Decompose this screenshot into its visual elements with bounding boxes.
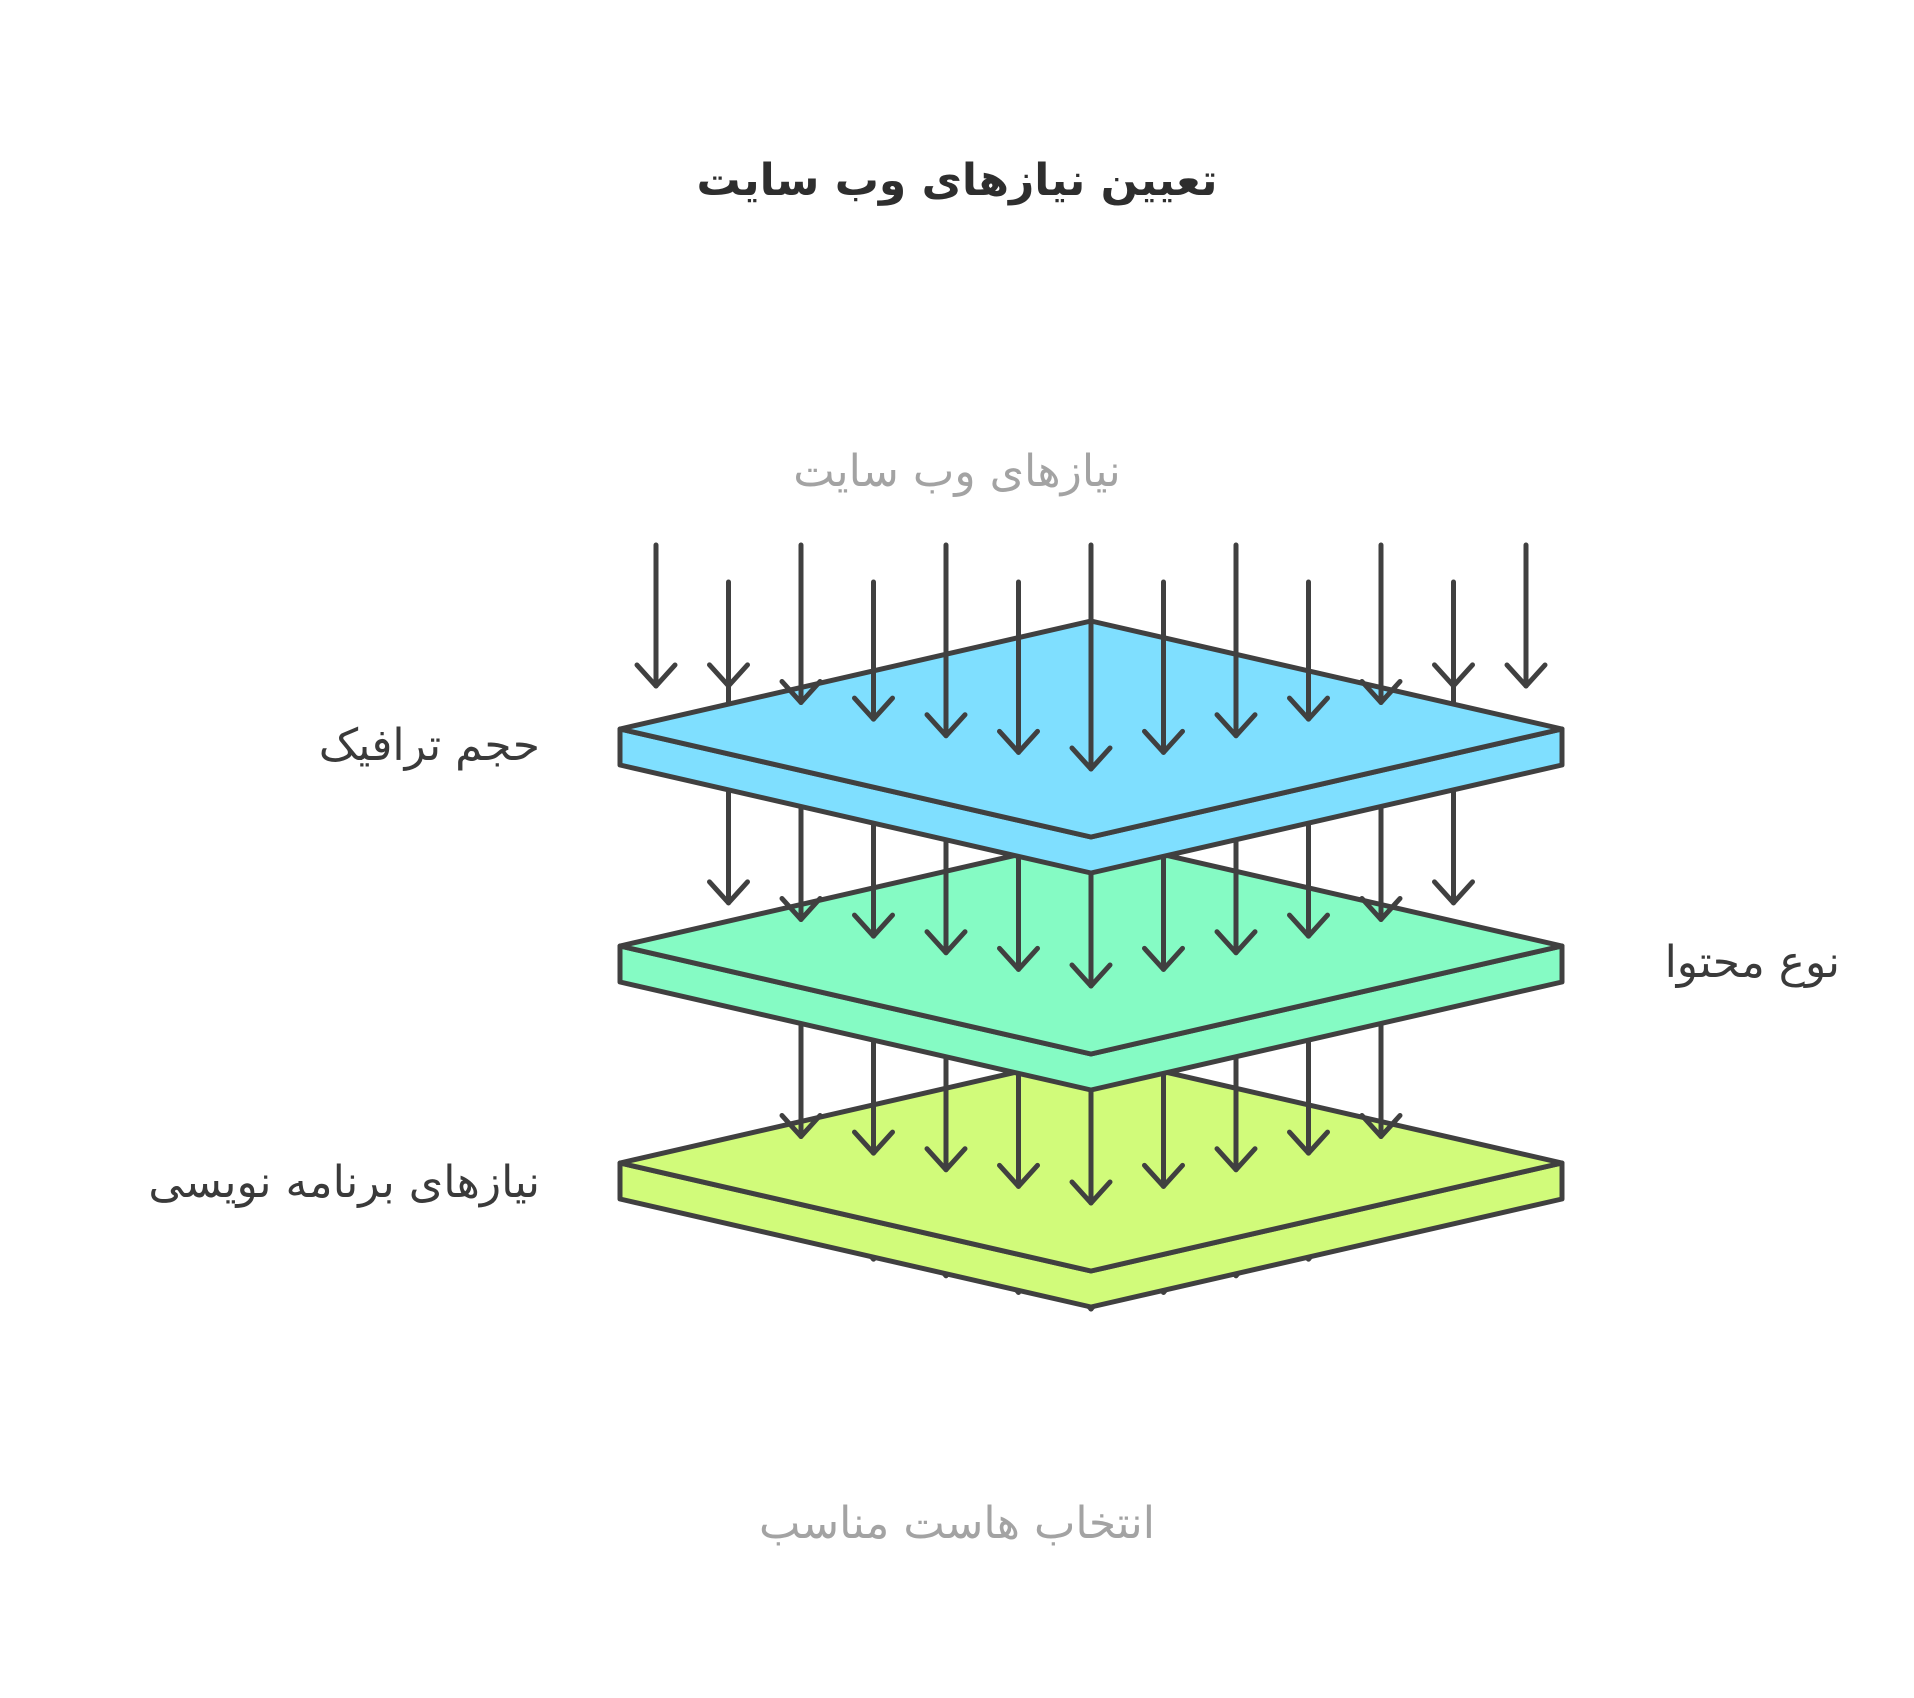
flow-arrow-2-head [1069, 1179, 1113, 1206]
flow-arrow-2-head [924, 1146, 968, 1173]
input-arrow-head [997, 728, 1040, 755]
flow-arrow-1-head [1142, 945, 1185, 972]
flow-arrow-1-head [1287, 912, 1330, 939]
input-arrow-head [924, 712, 968, 739]
flow-arrow-2-head [1214, 1146, 1258, 1173]
input-arrow-head [707, 662, 750, 689]
layer-stack [617, 542, 1565, 1312]
layer-label-content: نوع محتوا [1665, 937, 1840, 988]
layer-label-programming: نیازهای برنامه نویسی [148, 1157, 540, 1208]
input-label: نیازهای وب سایت [793, 446, 1121, 497]
input-arrow-head [1359, 679, 1403, 706]
flow-arrow-1-head [1214, 929, 1258, 956]
flow-arrow-1-head [1069, 962, 1113, 989]
flow-arrow-1-head [1432, 879, 1475, 906]
flow-arrow-2-head [779, 1113, 823, 1140]
output-label: انتخاب هاست مناسب [759, 1498, 1155, 1549]
input-arrow-head [1432, 662, 1475, 689]
input-arrow-head [1504, 662, 1548, 689]
flow-arrow-1-head [924, 929, 968, 956]
flow-arrow-2-head [1359, 1113, 1403, 1140]
flow-arrow-1-head [707, 879, 750, 906]
input-arrow-head [852, 695, 895, 722]
flow-arrow-1-head [852, 912, 895, 939]
input-arrow-head [1214, 712, 1258, 739]
flow-arrow-2-head [1142, 1162, 1185, 1189]
input-arrow-head [1069, 745, 1113, 772]
input-arrow-head [779, 679, 823, 706]
layer-label-traffic: حجم ترافیک [319, 720, 540, 771]
flow-arrow-1-head [997, 945, 1040, 972]
flow-arrow-1-head [779, 896, 823, 923]
input-arrow-head [1142, 728, 1185, 755]
diagram-title: تعیین نیازهای وب سایت [697, 155, 1218, 206]
flow-arrow-2-head [1287, 1129, 1330, 1156]
flow-arrow-2-head [852, 1129, 895, 1156]
input-arrow-head [634, 662, 678, 689]
input-arrow-head [1287, 695, 1330, 722]
flow-arrow-1-head [1359, 896, 1403, 923]
flow-arrow-2-head [997, 1162, 1040, 1189]
